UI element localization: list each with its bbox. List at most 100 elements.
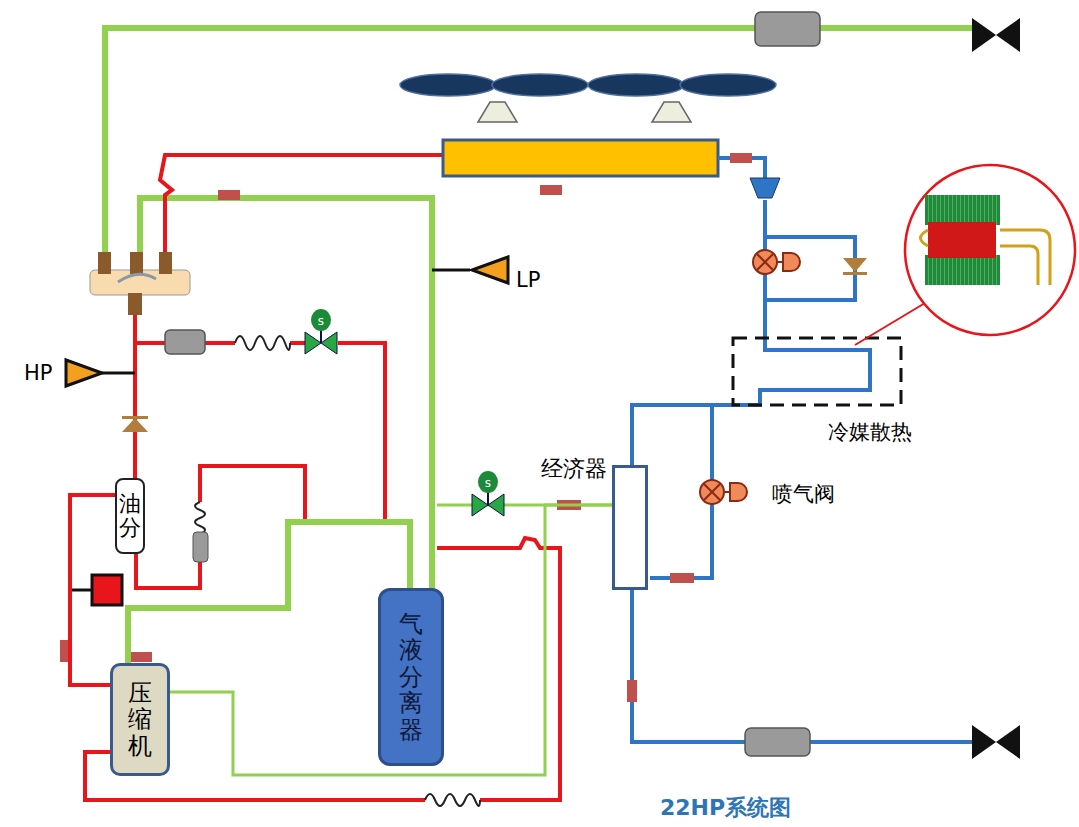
valve-label: 喷气阀 — [772, 480, 835, 508]
node-label: 气液分离器 — [399, 611, 423, 743]
capillary-coil — [235, 336, 290, 350]
discharge-pipe — [160, 155, 443, 258]
check-valve — [122, 416, 148, 419]
stop-valve — [972, 18, 1020, 52]
expansion-valve — [700, 480, 724, 504]
filter — [165, 330, 205, 354]
discharge-pipe — [290, 341, 305, 345]
node-label: 油分 — [119, 492, 141, 540]
gas-liquid-separator: 气液分离器 — [378, 588, 444, 766]
solenoid-valve — [305, 332, 321, 354]
condenser-fan — [400, 74, 496, 96]
suction-pipe — [105, 28, 975, 258]
condenser-fan — [492, 74, 588, 96]
fan-motor — [652, 102, 691, 122]
cooling-zone — [733, 338, 901, 405]
pressure-sensor — [102, 372, 135, 375]
discharge-pipe — [205, 341, 235, 345]
zoom-callout — [905, 165, 1075, 335]
fan-motor — [478, 102, 691, 122]
expansion-valve — [757, 254, 773, 270]
capillary-coil — [195, 502, 205, 534]
expansion-valve — [777, 253, 800, 271]
stop-valve — [996, 725, 1020, 759]
check-valve — [843, 258, 867, 272]
node-heading: 经济器 — [541, 454, 607, 484]
solenoid-valve — [487, 492, 489, 505]
solenoid-valve: s — [318, 314, 324, 328]
temperature-sensor — [627, 680, 637, 702]
temperature-sensor — [218, 190, 240, 200]
four-way-valve — [130, 252, 143, 274]
discharge-pipe — [133, 315, 137, 480]
zoom-callout — [925, 255, 1000, 285]
capillary-coil — [425, 794, 480, 806]
solenoid-valve: s — [485, 476, 491, 490]
sensor-label: HP — [24, 361, 52, 385]
fan-motor — [478, 102, 517, 122]
discharge-pipe — [85, 155, 560, 800]
expansion-valve — [700, 250, 800, 504]
suction-pipe — [105, 28, 975, 590]
check-valve — [122, 418, 148, 432]
liquid-pipe — [632, 590, 745, 742]
filter — [745, 728, 810, 756]
temperature-sensor — [670, 573, 694, 583]
check-valve — [843, 258, 867, 275]
solenoid-valve — [478, 471, 498, 493]
check-valve — [122, 416, 148, 432]
stop-valve — [972, 18, 996, 52]
four-way-valve — [90, 252, 190, 315]
high-pressure-switch — [92, 575, 122, 605]
temperature-sensor — [730, 153, 752, 163]
stop-valve — [996, 18, 1020, 52]
condenser-fan — [400, 74, 776, 96]
stop-valve — [972, 725, 996, 759]
pressure-sensor — [66, 360, 102, 386]
solenoid-valve: s — [472, 471, 504, 516]
zoom-callout — [855, 165, 1075, 345]
expansion-valve — [753, 250, 777, 274]
condenser-fan — [588, 74, 684, 96]
condenser — [443, 140, 718, 176]
zoom-callout — [925, 195, 1000, 225]
solenoid-valve — [488, 494, 504, 516]
check-valve — [843, 272, 867, 275]
economizer: 经济器 — [612, 465, 648, 590]
zoom-callout — [921, 230, 1051, 285]
pressure-sensor — [432, 269, 470, 272]
liquid-pipe — [810, 740, 975, 744]
four-way-valve — [118, 274, 156, 282]
discharge-pipe — [70, 495, 115, 685]
high-pressure-switch — [70, 589, 92, 592]
distributor — [750, 178, 780, 198]
filter — [755, 12, 820, 46]
sensor-label: LP — [516, 268, 540, 292]
expansion-valve — [704, 484, 720, 500]
discharge-pipe — [437, 538, 560, 800]
stop-valve — [972, 725, 1020, 759]
solenoid-valve: s — [305, 309, 337, 354]
temperature-sensor — [130, 652, 152, 662]
oil-separator: 油分 — [115, 478, 145, 554]
solenoid-valve — [311, 309, 331, 331]
high-pressure-switch — [70, 575, 122, 605]
suction-pipe — [128, 522, 410, 663]
expansion-valve — [724, 483, 747, 501]
solenoid-valve — [320, 330, 322, 343]
zoom-callout — [855, 300, 930, 345]
four-way-valve — [159, 252, 172, 274]
four-way-valve — [98, 252, 111, 274]
discharge-pipe — [338, 343, 385, 522]
compressor: 压缩机 — [110, 663, 170, 776]
discharge-pipe — [200, 466, 305, 522]
pressure-sensor — [472, 257, 508, 283]
pressure-sensor — [66, 257, 508, 386]
condenser-fan — [680, 74, 776, 96]
injection-pipe — [170, 505, 612, 775]
liquid-pipe — [765, 237, 855, 300]
four-way-valve — [128, 293, 142, 315]
capillary-coil — [195, 336, 480, 806]
temperature-sensor — [540, 185, 562, 195]
discharge-pipe — [136, 552, 200, 588]
